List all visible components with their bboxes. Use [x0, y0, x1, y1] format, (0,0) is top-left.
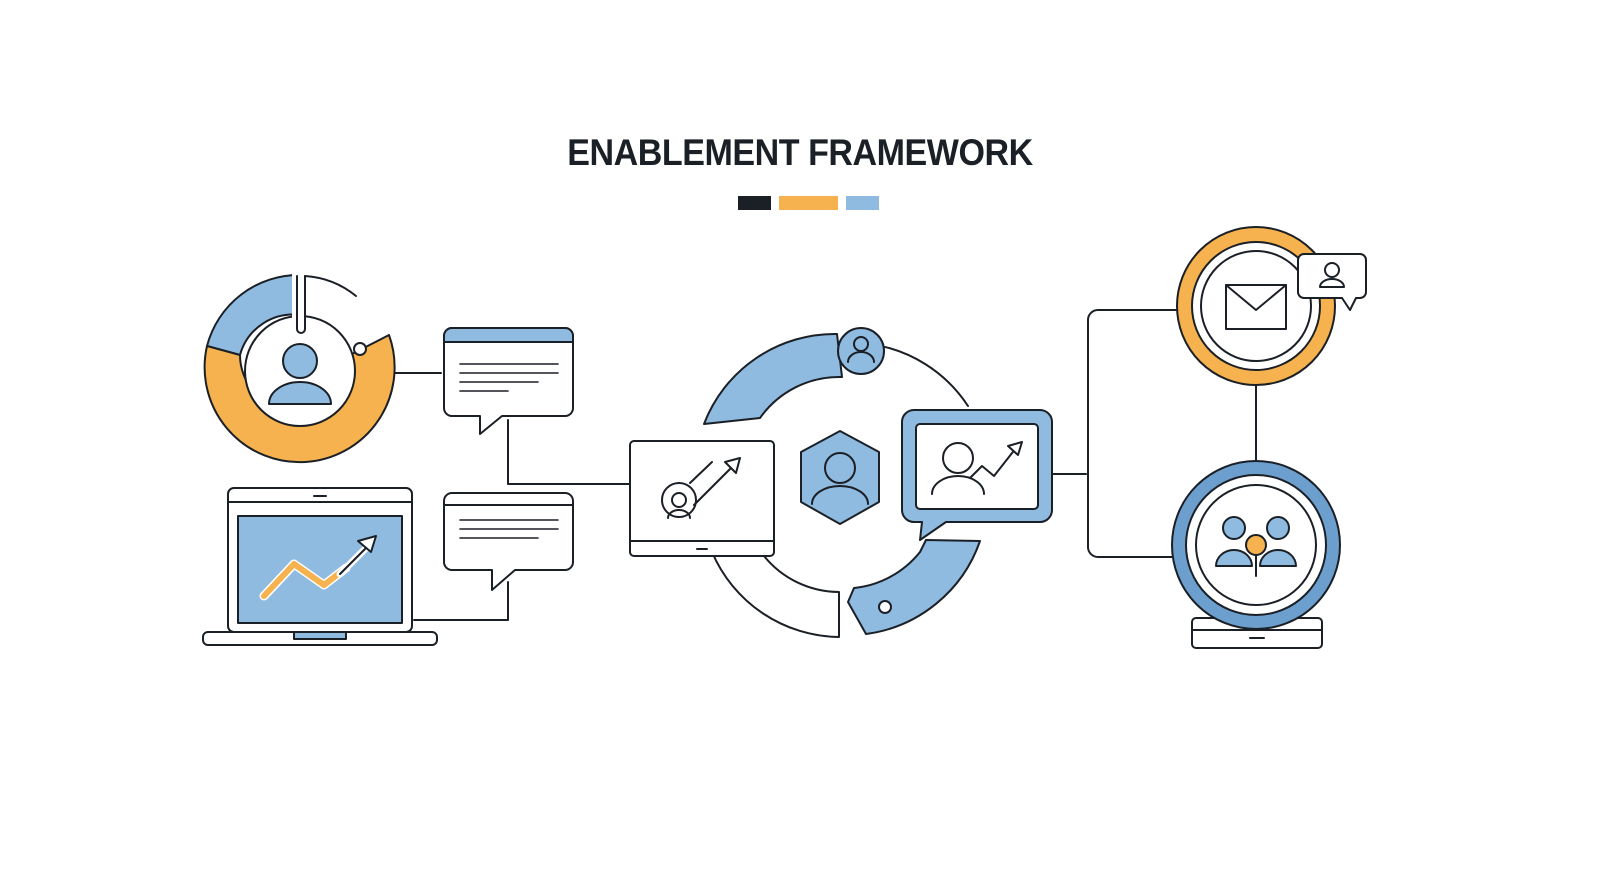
- team-ring-icon: [1171, 460, 1341, 649]
- chat-bubble-icon: [443, 327, 574, 435]
- laptop-growth-icon: [202, 487, 438, 646]
- swatch-orange: [779, 196, 838, 210]
- presentation-bubble-icon: [901, 409, 1053, 541]
- swatch-blue: [846, 196, 879, 210]
- donut-user-icon: [203, 270, 396, 464]
- user-bubble-icon: [1297, 253, 1367, 311]
- connector-lines: [389, 309, 1257, 621]
- diagram-title: ENABLEMENT FRAMEWORK: [567, 132, 1033, 173]
- monitor-growth-icon: [629, 440, 775, 557]
- cycle-ring-icon: [703, 327, 981, 638]
- hexagon-user-icon: [800, 430, 880, 525]
- mail-ring-icon: [1176, 226, 1336, 386]
- chat-bubble-icon: [443, 492, 574, 591]
- swatch-dark: [738, 196, 771, 210]
- color-legend: [738, 196, 888, 210]
